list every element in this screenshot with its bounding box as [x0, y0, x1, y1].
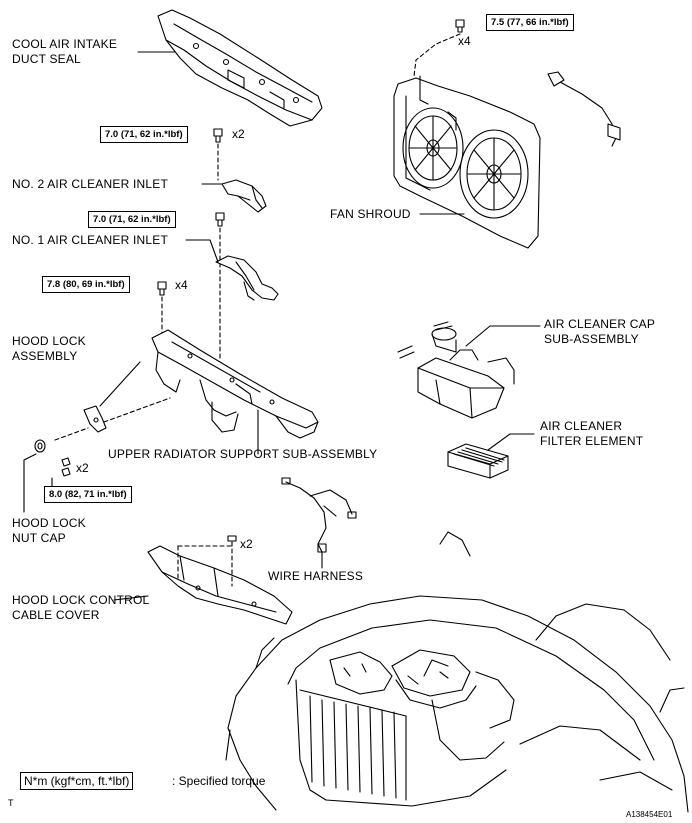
fan-shroud-part	[393, 75, 541, 249]
bolt-no1-inlet	[215, 212, 225, 227]
label-hood-lock-line1: HOOD LOCK	[12, 334, 86, 348]
label-cap-line2: SUB-ASSEMBLY	[544, 332, 639, 346]
air-cleaner-cap-part	[397, 321, 515, 419]
label-cool-air-intake-duct-seal: COOL AIR INTAKE DUCT SEAL	[12, 37, 117, 67]
vehicle-engine-bay	[225, 531, 689, 813]
label-no2-air-cleaner-inlet: NO. 2 AIR CLEANER INLET	[12, 177, 168, 191]
label-nut-cap-line2: NUT CAP	[12, 531, 66, 545]
no1-air-cleaner-inlet-part	[215, 255, 279, 301]
torque-support-bolt: 7.8 (80, 69 in.*lbf)	[42, 276, 130, 293]
qty-no2-inlet-bolt: x2	[232, 127, 245, 141]
qty-fan-shroud-bolt: x4	[458, 34, 471, 48]
label-cable-cover-line1: HOOD LOCK CONTROL	[12, 593, 150, 607]
no2-air-cleaner-inlet-part	[221, 179, 267, 213]
bolt-hood-lock	[61, 457, 71, 477]
bolt-fan-shroud	[455, 19, 465, 33]
wire-harness-part	[281, 477, 357, 553]
cool-air-intake-duct-seal-part	[157, 9, 323, 127]
label-cap-line1: AIR CLEANER CAP	[544, 317, 656, 331]
label-nut-cap-line1: HOOD LOCK	[12, 516, 86, 530]
label-hood-lock-control-cable-cover: HOOD LOCK CONTROL CABLE COVER	[12, 593, 149, 623]
bolt-support	[157, 281, 167, 296]
label-cable-cover-line2: CABLE COVER	[12, 608, 100, 622]
label-cool-air-line1: COOL AIR INTAKE	[12, 37, 118, 51]
qty-cable-cover-bolt: x2	[240, 537, 253, 551]
upper-radiator-support-part	[151, 329, 319, 439]
label-no1-air-cleaner-inlet: NO. 1 AIR CLEANER INLET	[12, 233, 168, 247]
torque-no2-inlet-bolt: 7.0 (71, 62 in.*lbf)	[100, 126, 188, 143]
hood-lock-nut-cap-part	[34, 439, 46, 453]
label-hood-lock-line2: ASSEMBLY	[12, 349, 78, 363]
label-hood-lock-nut-cap: HOOD LOCK NUT CAP	[12, 516, 86, 546]
legend-torque-units: N*m (kgf*cm, ft.*lbf)	[20, 772, 134, 790]
figure-id: A138454E01	[626, 810, 673, 819]
torque-hood-lock-bolt: 8.0 (82, 71 in.*lbf)	[44, 486, 132, 503]
air-cleaner-filter-part	[447, 443, 509, 479]
label-air-cleaner-filter: AIR CLEANER FILTER ELEMENT	[540, 419, 643, 449]
bolt-cable-cover	[227, 535, 237, 542]
label-fan-shroud: FAN SHROUD	[330, 207, 411, 221]
label-air-cleaner-cap: AIR CLEANER CAP SUB-ASSEMBLY	[544, 317, 655, 347]
label-filter-line1: AIR CLEANER	[540, 419, 623, 433]
label-wire-harness: WIRE HARNESS	[268, 569, 364, 583]
label-cool-air-line2: DUCT SEAL	[12, 52, 81, 66]
label-upper-radiator-support: UPPER RADIATOR SUPPORT SUB-ASSEMBLY	[108, 447, 378, 461]
label-hood-lock-assembly: HOOD LOCK ASSEMBLY	[12, 334, 86, 364]
label-filter-line2: FILTER ELEMENT	[540, 434, 644, 448]
bolt-no2-inlet	[213, 128, 223, 143]
qty-support-bolt: x4	[175, 278, 188, 292]
torque-no1-inlet-bolt: 7.0 (71, 62 in.*lbf)	[88, 211, 176, 228]
hood-lock-assembly-part	[83, 405, 107, 433]
torque-fan-shroud-bolt: 7.5 (77, 66 in.*lbf)	[486, 14, 574, 31]
legend-specified-torque: : Specified torque	[172, 774, 266, 788]
qty-hood-lock-bolt: x2	[76, 461, 89, 475]
footer-left-mark: T	[8, 798, 14, 808]
hood-lock-control-cable-cover-part	[147, 545, 293, 625]
